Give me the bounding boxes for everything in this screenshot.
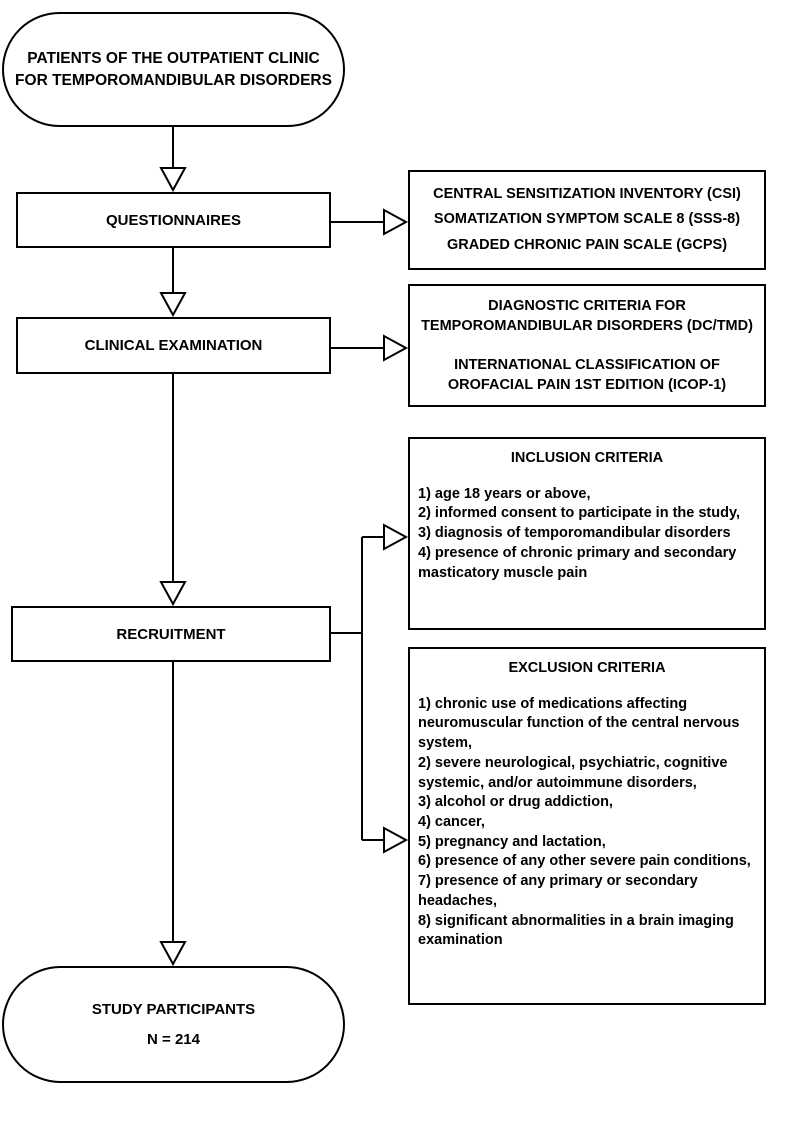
inclusion-item: 4) presence of chronic primary and secon… bbox=[418, 544, 737, 581]
start-node: PATIENTS OF THE OUTPATIENT CLINIC FOR TE… bbox=[2, 12, 345, 127]
exclusion-item: 4) cancer, bbox=[418, 814, 485, 831]
icop-line-2: OROFACIAL PAIN 1ST EDITION (ICOP-1) bbox=[447, 376, 727, 393]
recruitment-label: RECRUITMENT bbox=[116, 625, 226, 643]
exclusion-item: 5) pregnancy and lactation, bbox=[418, 833, 606, 850]
end-label: STUDY PARTICIPANTS bbox=[91, 1000, 256, 1018]
start-line-2: FOR TEMPOROMANDIBULAR DISORDERS bbox=[15, 71, 332, 89]
inclusion-item: 2) informed consent to participate in th… bbox=[418, 505, 740, 522]
exclusion-criteria-list: 1) chronic use of medications affecting … bbox=[418, 695, 756, 951]
exclusion-item: 8) significant abnormalities in a brain … bbox=[418, 912, 734, 949]
inclusion-criteria-list: 1) age 18 years or above, 2) informed co… bbox=[418, 485, 756, 584]
clinical-examination-node: CLINICAL EXAMINATION bbox=[16, 317, 331, 374]
arrowhead-to-questionnaires bbox=[159, 167, 187, 193]
inclusion-item: 3) diagnosis of temporomandibular disord… bbox=[418, 525, 731, 542]
inclusion-criteria-title: INCLUSION CRITERIA bbox=[510, 450, 664, 466]
tool-csi: CENTRAL SENSITIZATION INVENTORY (CSI) bbox=[433, 185, 741, 202]
exclusion-item: 3) alcohol or drug addiction, bbox=[418, 794, 613, 811]
inclusion-criteria-box: INCLUSION CRITERIA 1) age 18 years or ab… bbox=[408, 437, 766, 630]
exclusion-item: 7) presence of any primary or secondary … bbox=[418, 873, 698, 909]
arrowhead-to-inclusion bbox=[383, 523, 409, 551]
start-line-1: PATIENTS OF THE OUTPATIENT CLINIC bbox=[27, 49, 320, 67]
arrowhead-to-exclusion bbox=[383, 826, 409, 854]
inclusion-item: 1) age 18 years or above, bbox=[418, 485, 591, 502]
icop-line-1: INTERNATIONAL CLASSIFICATION OF bbox=[454, 356, 720, 373]
questionnaires-node: QUESTIONNAIRES bbox=[16, 192, 331, 248]
questionnaire-tools-box: CENTRAL SENSITIZATION INVENTORY (CSI) SO… bbox=[408, 170, 766, 270]
exclusion-item: 2) severe neurological, psychiatric, cog… bbox=[418, 754, 728, 791]
questionnaires-label: QUESTIONNAIRES bbox=[105, 211, 241, 229]
tool-sss8: SOMATIZATION SYMPTOM SCALE 8 (SSS-8) bbox=[433, 211, 741, 228]
exclusion-criteria-box: EXCLUSION CRITERIA 1) chronic use of med… bbox=[408, 647, 766, 1005]
recruitment-node: RECRUITMENT bbox=[11, 606, 331, 662]
end-node: STUDY PARTICIPANTS N = 214 bbox=[2, 966, 345, 1083]
arrowhead-to-end bbox=[159, 941, 187, 967]
arrowhead-to-tools bbox=[383, 208, 409, 236]
tool-gcps: GRADED CHRONIC PAIN SCALE (GCPS) bbox=[446, 236, 728, 253]
exclusion-item: 1) chronic use of medications affecting … bbox=[418, 695, 740, 752]
participant-count: N = 214 bbox=[147, 1030, 200, 1048]
diagnostic-criteria-box: DIAGNOSTIC CRITERIA FOR TEMPOROMANDIBULA… bbox=[408, 284, 766, 407]
arrowhead-to-clinical bbox=[159, 292, 187, 318]
arrowhead-to-criteria bbox=[383, 334, 409, 362]
exclusion-criteria-title: EXCLUSION CRITERIA bbox=[508, 660, 666, 676]
dc-tmd-line-2: TEMPOROMANDIBULAR DISORDERS (DC/TMD) bbox=[421, 318, 753, 335]
clinical-examination-label: CLINICAL EXAMINATION bbox=[84, 337, 263, 354]
dc-tmd-line-1: DIAGNOSTIC CRITERIA FOR bbox=[488, 297, 686, 314]
arrowhead-to-recruitment bbox=[159, 581, 187, 607]
exclusion-item: 6) presence of any other severe pain con… bbox=[418, 853, 751, 870]
